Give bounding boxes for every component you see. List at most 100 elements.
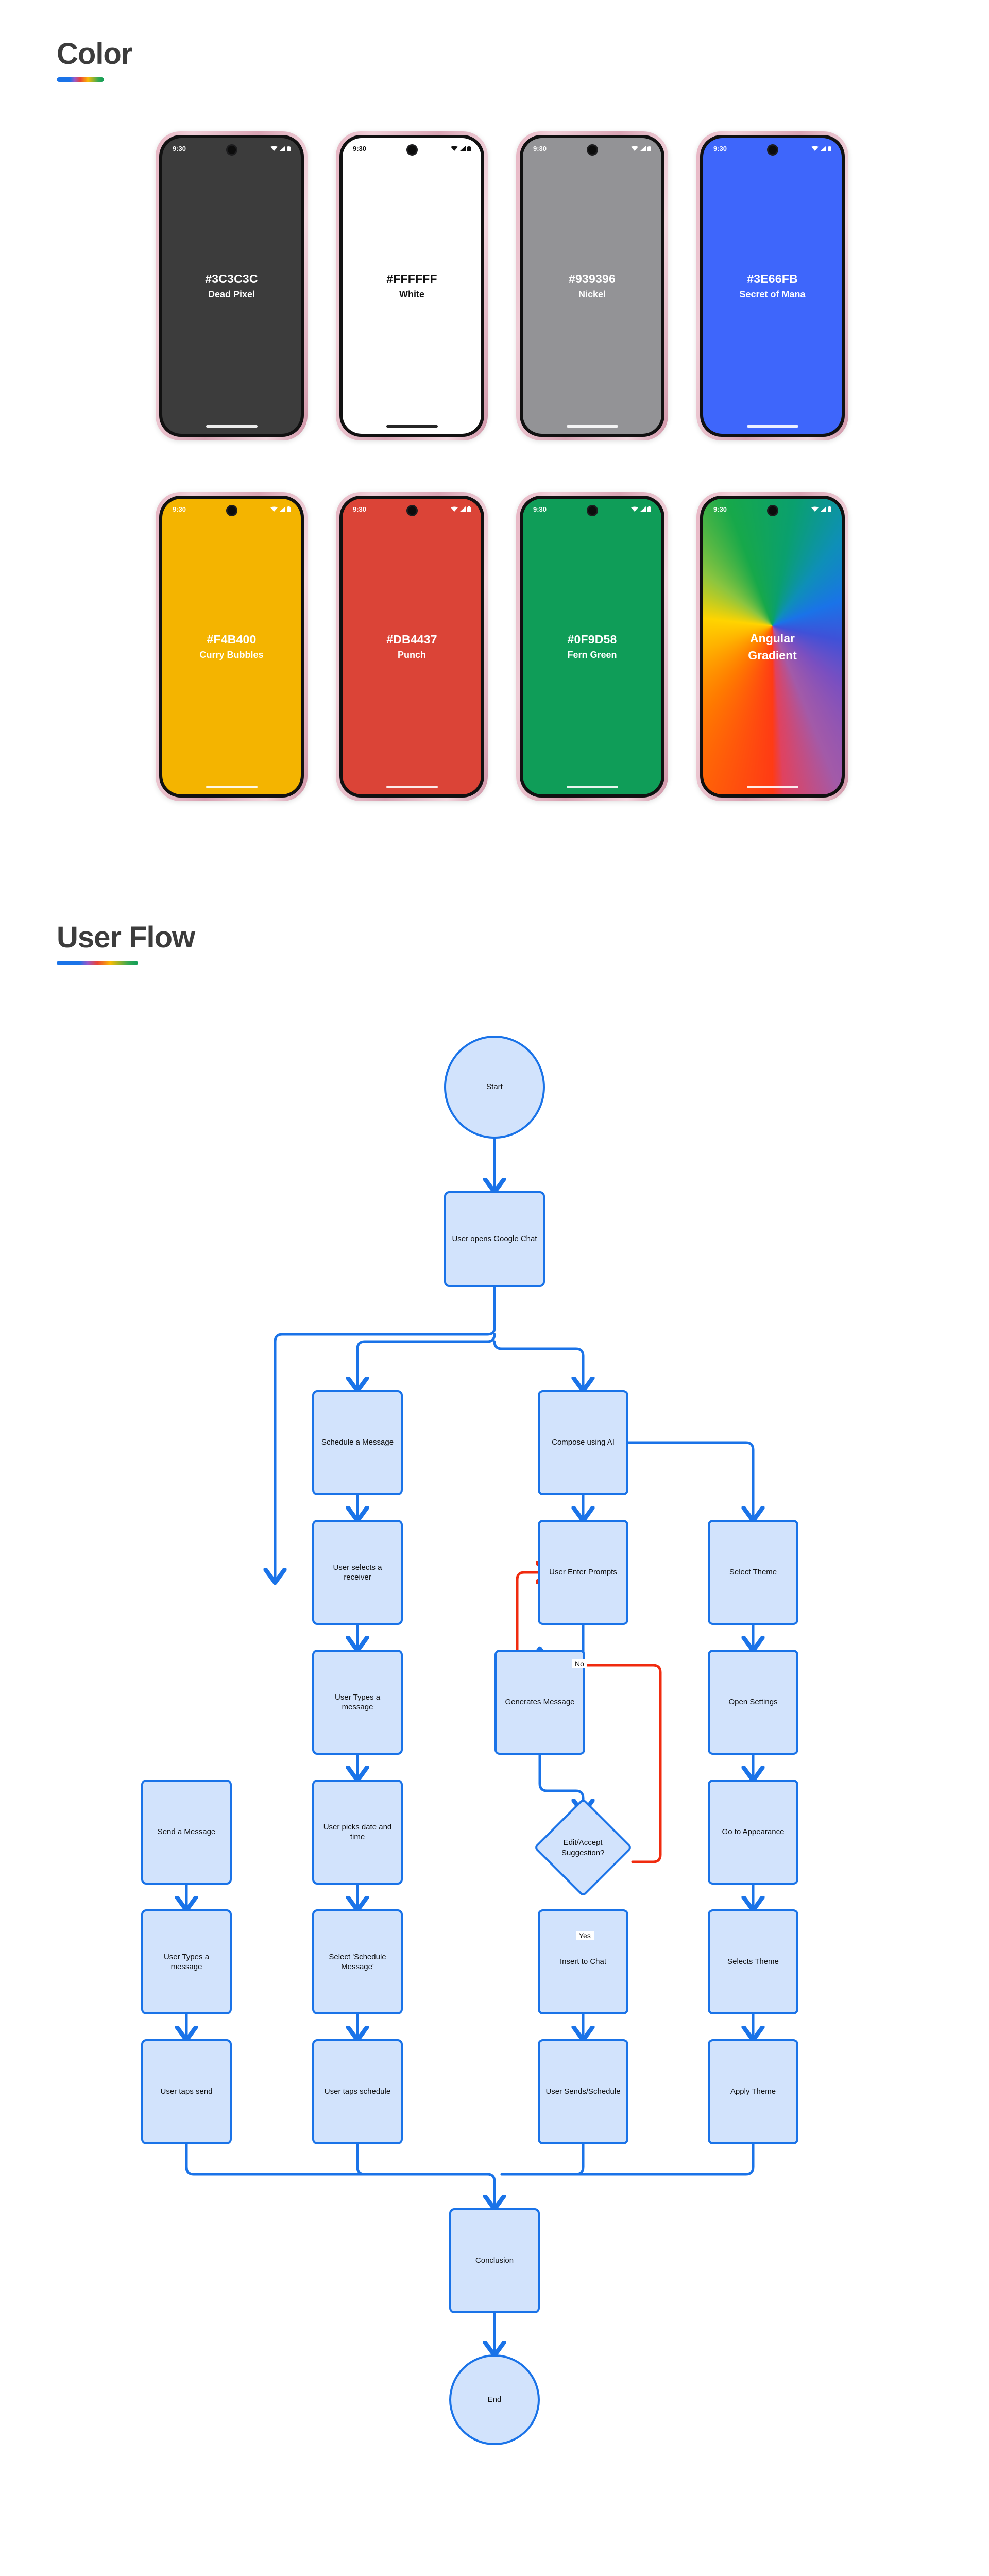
- flow-node-label: Start: [486, 1082, 503, 1092]
- battery-icon: [467, 145, 471, 151]
- flow-node-select-theme[interactable]: Select Theme: [708, 1520, 798, 1625]
- swatch-label: #DB4437 Punch: [386, 632, 437, 661]
- flow-node-insert-to-chat[interactable]: Insert to Chat: [538, 1909, 628, 2014]
- swatch-hex: #3C3C3C: [205, 272, 258, 286]
- wifi-icon: [451, 146, 458, 151]
- swatch-name-2: Gradient: [748, 649, 797, 662]
- battery-icon: [287, 145, 291, 151]
- status-bar: 9:30: [162, 138, 301, 159]
- swatch-name: Nickel: [578, 289, 606, 300]
- phone-screen: 9:30 #939396 Nickel: [523, 138, 661, 434]
- flow-node-user-types-a-message-1[interactable]: User Types a message: [312, 1650, 403, 1755]
- flow-node-label: End: [487, 2395, 502, 2404]
- phone-bezel: 9:30 #0F9D58 Fern Green: [520, 496, 664, 798]
- flow-node-user-taps-send[interactable]: User taps send: [141, 2039, 232, 2144]
- battery-icon: [287, 506, 291, 512]
- status-icons: [811, 506, 831, 512]
- phone-mockup: 9:30 #DB4437 Punch: [336, 492, 488, 801]
- flow-node-selects-theme[interactable]: Selects Theme: [708, 1909, 798, 2014]
- flow-node-compose-using-ai[interactable]: Compose using AI: [538, 1390, 628, 1495]
- status-time: 9:30: [353, 505, 367, 513]
- edge-label-no: No: [572, 1659, 587, 1668]
- signal-icon: [279, 506, 285, 512]
- flow-node-label: Schedule a Message: [321, 1438, 394, 1447]
- flow-node-label: User Types a message: [334, 1692, 381, 1712]
- flow-node-end[interactable]: End: [449, 2354, 540, 2445]
- flow-node-user-sends-schedule[interactable]: User Sends/Schedule: [538, 2039, 628, 2144]
- front-camera-icon: [226, 144, 237, 156]
- battery-icon: [647, 506, 651, 512]
- flow-node-start[interactable]: Start: [444, 1036, 545, 1139]
- flow-node-user-types-a-message-2[interactable]: User Types a message: [141, 1909, 232, 2014]
- flow-node-go-to-appearance[interactable]: Go to Appearance: [708, 1780, 798, 1885]
- status-icons: [631, 145, 651, 151]
- swatch-label: #F4B400 Curry Bubbles: [199, 632, 263, 661]
- swatch-label: #0F9D58 Fern Green: [567, 632, 617, 661]
- flow-node-label: Edit/Accept Suggestion?: [561, 1838, 605, 1857]
- phone-mockup: 9:30 #F4B400 Curry Bubbles: [156, 492, 308, 801]
- wifi-icon: [631, 506, 638, 512]
- signal-icon: [820, 145, 826, 151]
- status-bar: 9:30: [343, 138, 481, 159]
- status-bar: 9:30: [523, 499, 661, 519]
- phone-bezel: 9:30 #939396 Nickel: [520, 135, 664, 437]
- home-indicator: [746, 786, 798, 788]
- phone-mockup: 9:30 Angular Gradient: [696, 492, 848, 801]
- flow-node-apply-theme[interactable]: Apply Theme: [708, 2039, 798, 2144]
- flow-node-user-selects-a-receiver[interactable]: User selects a receiver: [312, 1520, 403, 1625]
- phone-bezel: 9:30 #3E66FB Secret of Mana: [700, 135, 845, 437]
- rainbow-underline-flow: [57, 960, 138, 965]
- swatch-name: Fern Green: [567, 650, 617, 660]
- flow-node-label: Select 'Schedule Message': [329, 1952, 386, 1972]
- front-camera-icon: [406, 505, 418, 516]
- home-indicator: [746, 425, 798, 428]
- swatch-label: #FFFFFF White: [386, 271, 437, 300]
- flow-node-label: User picks date and time: [323, 1822, 392, 1842]
- page-title-user-flow: User Flow: [57, 921, 195, 954]
- flow-node-label: Selects Theme: [727, 1957, 779, 1967]
- status-icons: [631, 506, 651, 512]
- phone-screen: 9:30 #0F9D58 Fern Green: [523, 499, 661, 794]
- phone-screen: 9:30 #3C3C3C Dead Pixel: [162, 138, 301, 434]
- flow-node-user-taps-schedule[interactable]: User taps schedule: [312, 2039, 403, 2144]
- swatch-hex: #939396: [569, 272, 616, 286]
- flow-node-conclusion[interactable]: Conclusion: [449, 2208, 540, 2313]
- status-time: 9:30: [173, 144, 186, 152]
- flow-node-label: Select Theme: [729, 1568, 777, 1577]
- swatch-label: #939396 Nickel: [569, 271, 616, 300]
- status-icons: [451, 145, 471, 151]
- phone-bezel: 9:30 #F4B400 Curry Bubbles: [159, 496, 304, 798]
- status-time: 9:30: [713, 144, 727, 152]
- flow-node-schedule-a-message[interactable]: Schedule a Message: [312, 1390, 403, 1495]
- phone-mockup: 9:30 #3C3C3C Dead Pixel: [156, 131, 308, 440]
- flow-node-label: User Enter Prompts: [549, 1568, 617, 1577]
- front-camera-icon: [766, 144, 778, 156]
- home-indicator: [206, 425, 258, 428]
- status-time: 9:30: [533, 505, 547, 513]
- flow-node-generates-message[interactable]: Generates Message: [494, 1650, 585, 1755]
- flow-node-open-settings[interactable]: Open Settings: [708, 1650, 798, 1755]
- flow-node-label: Compose using AI: [552, 1438, 615, 1447]
- flow-node-label: User Types a message: [163, 1952, 210, 1972]
- flow-node-send-a-message[interactable]: Send a Message: [141, 1780, 232, 1885]
- status-icons: [270, 145, 291, 151]
- wifi-icon: [811, 146, 819, 151]
- front-camera-icon: [586, 144, 598, 156]
- flow-node-label: Generates Message: [505, 1698, 575, 1707]
- status-time: 9:30: [533, 144, 547, 152]
- wifi-icon: [270, 146, 278, 151]
- swatch-hex: #DB4437: [386, 633, 437, 647]
- flow-node-label: User taps send: [160, 2087, 213, 2096]
- status-icons: [451, 506, 471, 512]
- signal-icon: [640, 506, 646, 512]
- wifi-icon: [451, 506, 458, 512]
- swatch-name: Punch: [397, 650, 426, 660]
- flow-node-open-google-chat[interactable]: User opens Google Chat: [444, 1191, 545, 1287]
- flow-node-select-schedule-message[interactable]: Select 'Schedule Message': [312, 1909, 403, 2014]
- status-icons: [270, 506, 291, 512]
- flow-node-user-picks-date-and-time[interactable]: User picks date and time: [312, 1780, 403, 1885]
- flow-node-user-enter-prompts[interactable]: User Enter Prompts: [538, 1520, 628, 1625]
- flow-node-label: Apply Theme: [730, 2087, 776, 2096]
- signal-icon: [820, 506, 826, 512]
- home-indicator: [386, 425, 438, 428]
